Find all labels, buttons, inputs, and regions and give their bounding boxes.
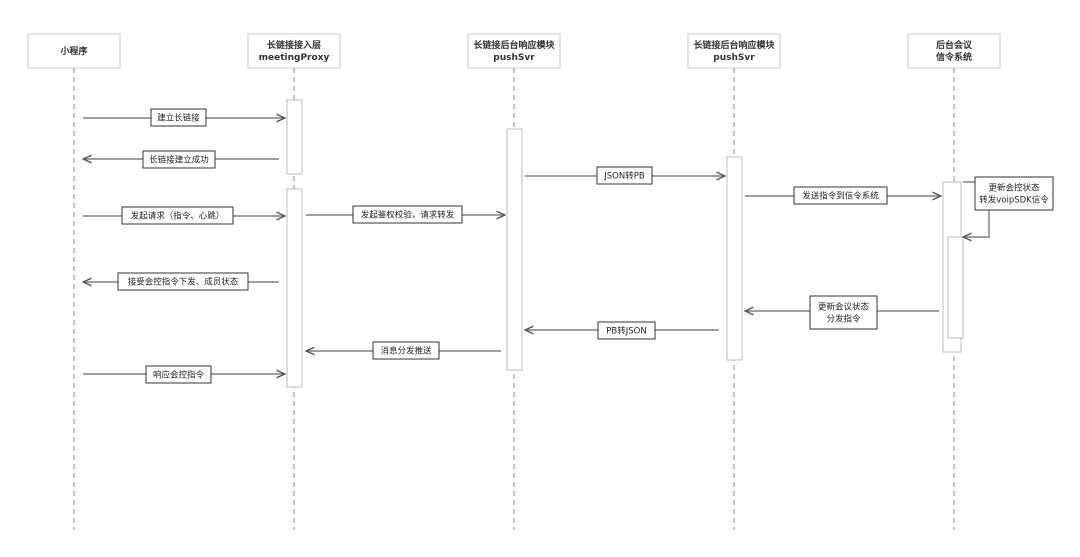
participant-box: 小程序 [27,33,121,69]
participant-label: 信令系统 [936,51,972,63]
message-label: 转发voipSDK信令 [979,195,1049,206]
message-label: 建立长链接 [157,113,200,124]
message-label-box [597,321,656,340]
message-label: 分发指令 [826,314,861,325]
message-label-box [352,205,463,224]
message-label: 发起鉴权校验，请求转发 [361,210,455,221]
message-label: 更新会控状态 [988,183,1040,194]
participant-box: 长链接后台响应模块 pushSvr [687,33,781,69]
message-arrow: PB转JSON [525,321,719,340]
message-label: JSON转PB [603,171,645,182]
participant-label: 长链接后台响应模块 [473,39,555,51]
message-label-box [142,150,216,169]
message-arrow: 发送指令到信令系统 [745,186,941,205]
message-arrow: 建立长链接 [83,108,285,127]
message-label: 响应会控指令 [153,370,205,381]
participant-label: pushSvr [493,53,535,63]
message-arrow: 长链接建立成功 [83,150,279,169]
participant-label: pushSvr [713,53,755,63]
message-arrow: 接受会控指令下发、成员状态 [83,272,279,291]
message-label-box [150,108,207,127]
message-arrow: JSON转PB [525,166,725,185]
message-arrow: 消息分发推送 [306,341,501,360]
participant-label: 小程序 [59,45,87,57]
participant-label: meetingProxy [259,53,330,63]
message-label-box [121,206,234,225]
message-label-box [974,176,1054,211]
message-label-box [809,295,878,330]
activation-bar [286,188,303,388]
activation-bar [947,236,964,339]
message-label-box [596,166,653,185]
activation-bar [286,99,303,175]
message-label-box [145,365,212,384]
activation-bar [726,156,743,361]
participant-label: 长链接接入层 [267,39,321,51]
message-label-box [117,272,249,291]
participant-label: 长链接后台响应模块 [693,39,775,51]
message-label: 更新会议状态 [818,302,870,313]
participant-box: 长链接接入层 meetingProxy [247,33,341,69]
message-label: 发起请求（指令、心跳） [131,211,225,222]
message-arrow: 发起鉴权校验，请求转发 [306,205,505,224]
participants: 小程序长链接接入层meetingProxy长链接后台响应模块pushSvr长链接… [27,33,1001,69]
activation-bars [286,99,964,388]
message-label: 发送指令到信令系统 [802,191,879,202]
participant-box: 长链接后台响应模块 pushSvr [467,33,561,69]
message-arrow: 发起请求（指令、心跳） [83,206,285,225]
message-label: 消息分发推送 [380,346,432,357]
activation-bar [506,128,523,371]
message-label-box [372,341,440,360]
message-label: PB转JSON [606,326,646,337]
participant-label: 后台会议 [936,39,973,51]
message-arrow: 响应会控指令 [83,365,285,384]
message-label: 接受会控指令下发、成员状态 [128,277,239,288]
message-label: 长链接建立成功 [149,155,209,166]
message-label-box [793,186,888,205]
